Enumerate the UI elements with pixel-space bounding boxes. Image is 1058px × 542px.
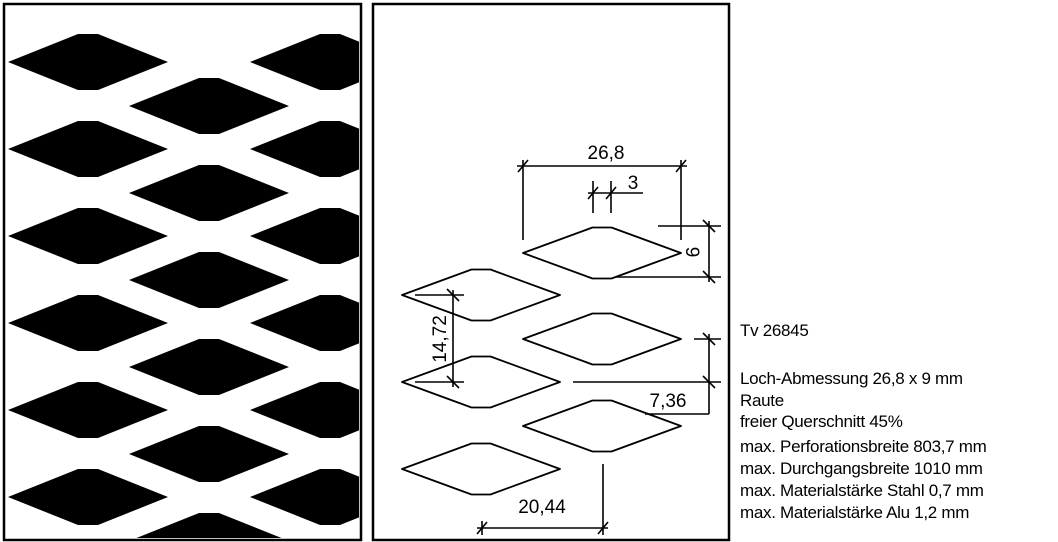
spec-max-perforation-width: max. Perforationsbreite 803,7 mm — [740, 437, 987, 456]
diamond-hole — [401, 355, 561, 409]
diamond-hole — [8, 469, 168, 525]
diamond-hole — [250, 208, 359, 264]
diamond-hole — [250, 469, 359, 525]
diamond-hole — [522, 312, 682, 366]
dim-horizontal-pitch: 20,44 — [518, 497, 566, 518]
diamond-hole — [8, 208, 168, 264]
diamond-hole — [129, 252, 289, 308]
diamond-hole — [522, 399, 682, 453]
diamond-hole — [8, 295, 168, 351]
diamond-hole — [8, 382, 168, 438]
diamond-hole — [129, 426, 289, 482]
diamond-hole — [522, 226, 682, 280]
outlined-diamond-pattern — [401, 226, 682, 496]
spec-code: Tv 26845 — [740, 321, 809, 340]
diamond-hole — [8, 34, 168, 90]
spec-shape: Raute — [740, 391, 784, 410]
spec-max-passage-width: max. Durchgangsbreite 1010 mm — [740, 459, 983, 478]
diamond-hole — [129, 165, 289, 221]
dimension-lines — [415, 159, 721, 535]
diamond-hole — [250, 382, 359, 438]
dim-hole-height: 9 — [681, 247, 702, 258]
diamond-hole — [136, 513, 282, 538]
dim-hole-length: 26,8 — [588, 143, 625, 164]
diamond-hole — [250, 34, 359, 90]
diamond-hole — [401, 442, 561, 496]
diamond-hole — [401, 268, 561, 322]
diamond-hole — [250, 295, 359, 351]
spec-max-thickness-alu: max. Materialstärke Alu 1,2 mm — [740, 503, 970, 522]
dim-row-offset: 7,36 — [650, 391, 687, 412]
diamond-hole — [129, 339, 289, 395]
spec-hole-size: Loch-Abmessung 26,8 x 9 mm — [740, 369, 963, 388]
diamond-hole — [8, 121, 168, 177]
dim-vertical-pitch: 14,72 — [430, 315, 451, 363]
pattern-panel-frame — [2, 2, 363, 542]
dimension-panel-frame — [371, 2, 731, 542]
spec-max-thickness-steel: max. Materialstärke Stahl 0,7 mm — [740, 481, 984, 500]
diamond-hole — [250, 121, 359, 177]
filled-diamond-pattern — [8, 34, 359, 538]
dim-flat-width: 3 — [628, 173, 639, 194]
diamond-hole — [129, 78, 289, 134]
spec-open-area: freier Querschnitt 45% — [740, 412, 903, 431]
